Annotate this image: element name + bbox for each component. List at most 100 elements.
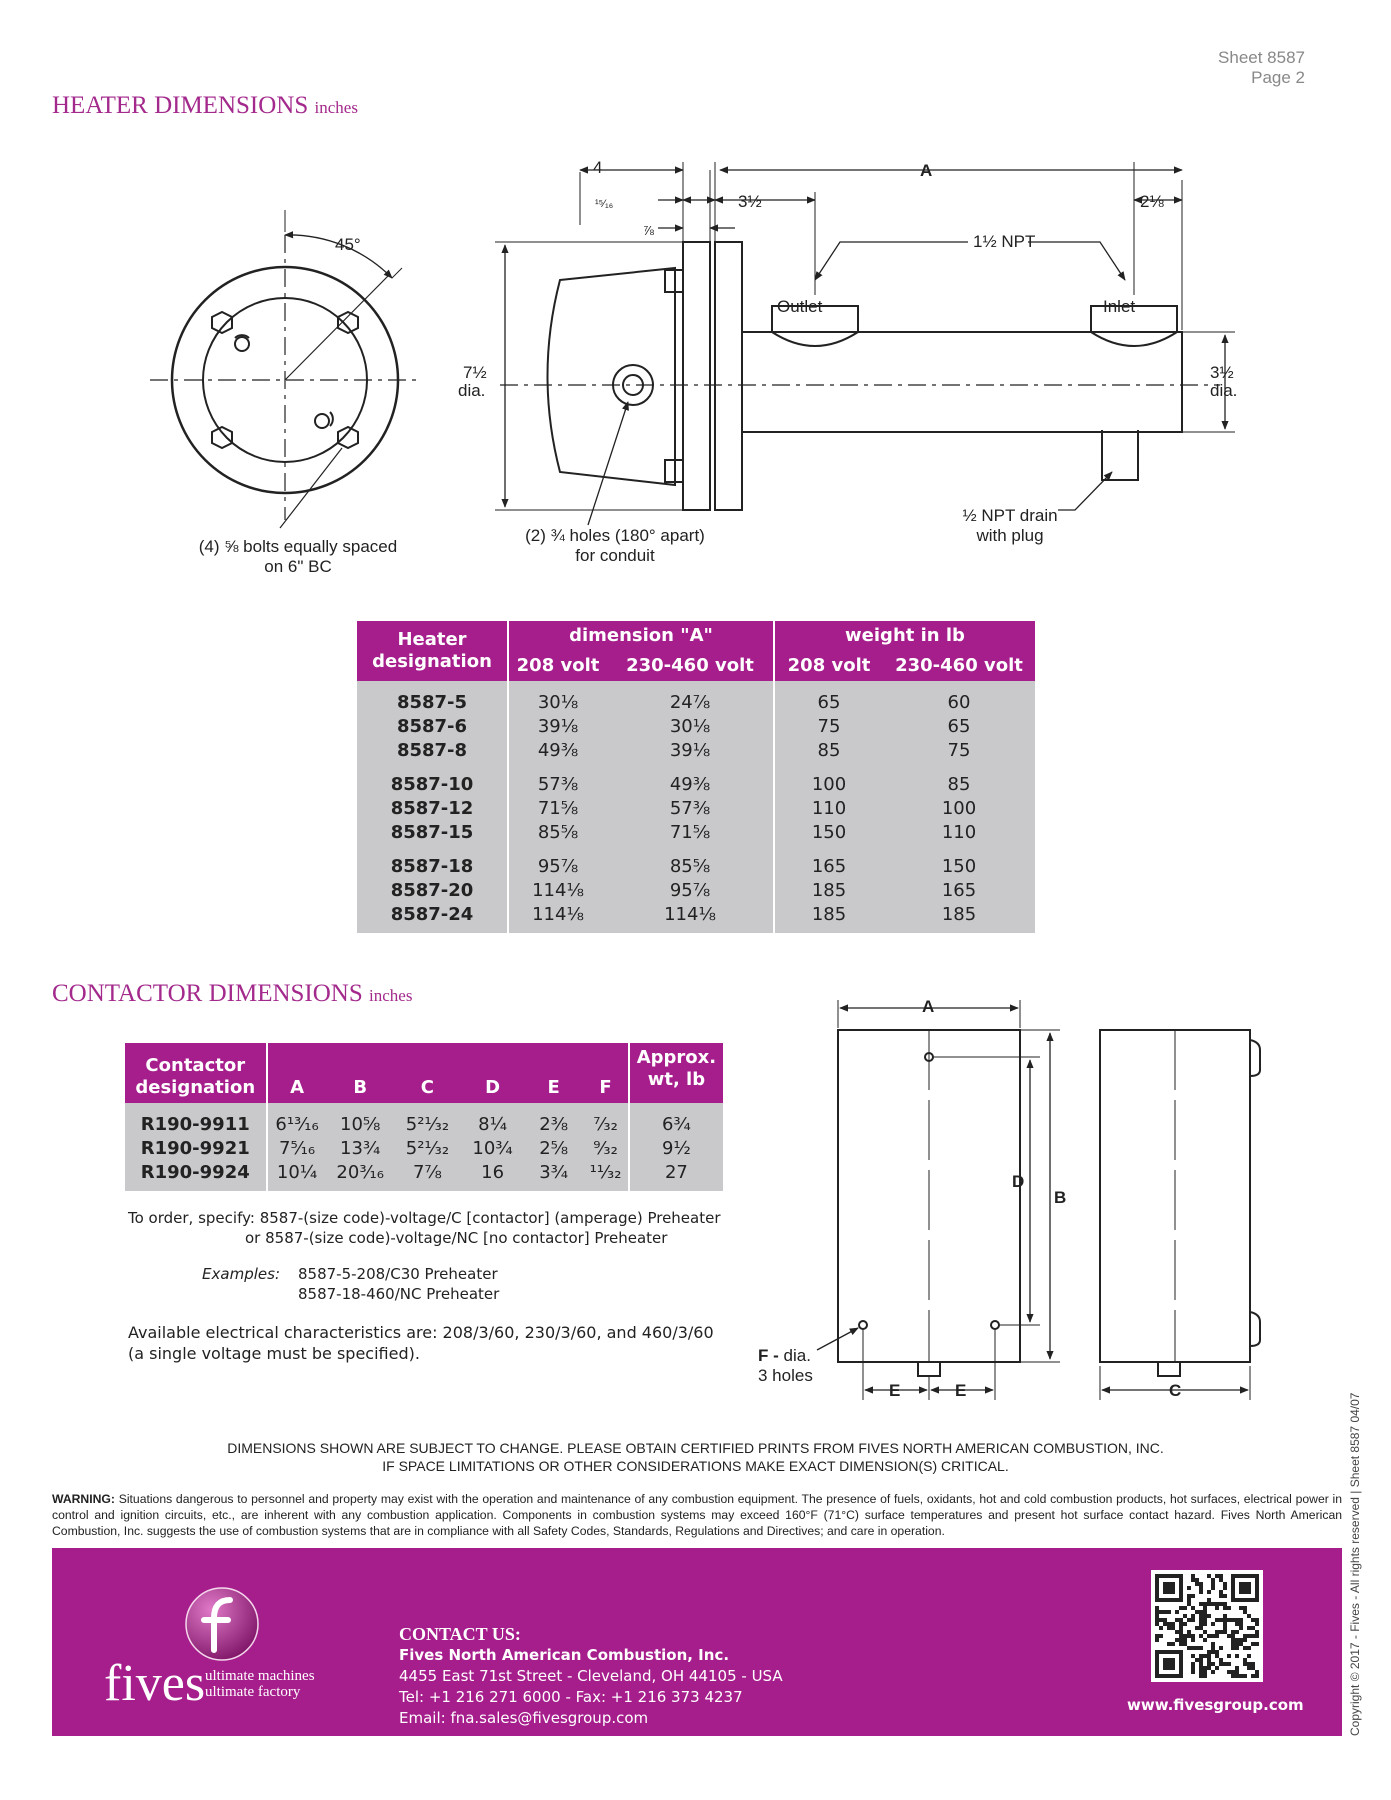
cell-w208: 100 [773,763,883,797]
cell-B: 20³⁄₁₆ [326,1161,394,1191]
heater-designation-header: Heater designation [357,621,507,681]
order-line1: To order, specify: 8587-(size code)-volt… [128,1209,721,1227]
page-number: Page 2 [1251,68,1305,87]
cell-w230: 60 [883,681,1035,715]
copyright-text: Copyright © 2017 - Fives - All rights re… [1348,1392,1362,1736]
contactor-section-title: CONTACTOR DIMENSIONS inches [52,980,412,1008]
wt-208-header: 208 volt [773,651,883,681]
cell-A: 6¹³⁄₁₆ [265,1103,327,1137]
dim-4-label: 4 [593,158,602,177]
contactor-title-unit: inches [369,986,413,1005]
dim-230-header: 230-460 volt [607,651,773,681]
cell-wt: 27 [627,1161,723,1191]
col-A-header: A [265,1043,327,1103]
cell-B: 10⅝ [326,1103,394,1137]
inlet-label: Inlet [1103,297,1135,316]
heater-drawing: 45° 4 ¹⁵⁄₁₆ ⅞ 3½ A 2⅛ 1½ NPT Outlet Inle… [150,158,1237,529]
cell-C: 7⅞ [393,1161,462,1191]
col-E-header: E [524,1043,584,1103]
website-link[interactable]: www.fivesgroup.com [1127,1696,1304,1714]
col-D-header: D [461,1043,525,1103]
warning-text: WARNING: Situations dangerous to personn… [52,1491,1342,1539]
cell-w208: 65 [773,681,883,715]
bolts-line2: on 6" BC [264,557,332,576]
ordering-info: To order, specify: 8587-(size code)-volt… [128,1208,728,1364]
cell-D: 8¼ [461,1103,525,1137]
dim-D-label: D [1012,1172,1024,1191]
hdr-line: Heater [397,629,467,650]
dim-C-label: C [1169,1381,1181,1400]
cell-d: R190-9911 [125,1103,266,1137]
warning-body: Situations dangerous to personnel and pr… [52,1492,1342,1538]
drain-label: ½ NPT drain with plug [930,506,1090,546]
qr-code-icon[interactable] [1151,1570,1263,1682]
cell-w230: 65 [883,715,1035,739]
cell-w208: 185 [773,903,883,933]
dim-E2-label: E [955,1381,966,1400]
warning-label: WARNING: [52,1492,115,1506]
cell-a208: 71⅝ [507,797,607,821]
cell-w208: 150 [773,821,883,845]
dimensions-notice: DIMENSIONS SHOWN ARE SUBJECT TO CHANGE. … [0,1439,1391,1475]
cell-E: 2⅝ [524,1137,584,1161]
weight-header: weight in lb [773,621,1035,651]
cell-A: 7⁵⁄₁₆ [265,1137,327,1161]
cell-w230: 150 [883,845,1035,879]
f-holes: 3 holes [758,1366,813,1385]
heater-title-unit: inches [314,98,358,117]
dim-208-header: 208 volt [507,651,607,681]
f-holes-label: F - dia. 3 holes [758,1346,813,1386]
cell-a230: 57⅜ [607,797,773,821]
cell-w208: 85 [773,739,883,763]
email-link[interactable]: Email: fna.sales@fivesgroup.com [399,1709,649,1727]
cell-a208: 49⅜ [507,739,607,763]
dia-right-value: 3½ [1210,363,1234,382]
dimension-header: dimension "A" [507,621,773,651]
hdr-line: Approx. [636,1047,717,1068]
hdr-line: wt, lb [647,1069,706,1090]
cell-F: ⁷⁄₃₂ [583,1103,628,1137]
example-2: 8587-18-460/NC Preheater [298,1285,500,1303]
bolts-label: (4) ⅝ bolts equally spaced on 6" BC [168,537,428,577]
cell-E: 3¾ [524,1161,584,1191]
cell-d: R190-9924 [125,1161,266,1191]
heater-tube [741,331,1183,433]
outlet-label: Outlet [777,297,823,316]
bolt-hex [337,425,359,450]
footer-banner: fives ultimate machines ultimate factory… [52,1548,1342,1736]
cell-a208: 114⅛ [507,903,607,933]
cell-d: 8587-15 [357,821,507,845]
wt-230-header: 230-460 volt [883,651,1035,681]
cell-F: ¹¹⁄₃₂ [583,1161,628,1191]
cell-wt: 6¾ [627,1103,723,1137]
cell-D: 16 [461,1161,525,1191]
cell-w208: 75 [773,715,883,739]
heater-title-text: HEATER DIMENSIONS [52,92,309,119]
dim-15-16-label: ¹⁵⁄₁₆ [595,198,613,210]
sheet-info: Sheet 8587 Page 2 [1218,48,1305,88]
heater-section-title: HEATER DIMENSIONS inches [52,92,358,120]
cell-a208: 85⅝ [507,821,607,845]
cell-B: 13¾ [326,1137,394,1161]
cell-d: 8587-6 [357,715,507,739]
cell-a230: 30⅛ [607,715,773,739]
col-F-header: F [583,1043,628,1103]
dim-E1-label: E [889,1381,900,1400]
examples-label: Examples: [202,1265,280,1283]
dim-A-label: A [922,997,934,1016]
cell-w230: 165 [883,879,1035,903]
flange-plate [682,241,711,511]
contact-title: CONTACT US: [399,1624,521,1644]
brand-name: fives [104,1655,206,1712]
contactor-drawing: A D B E E C [816,997,1261,1400]
address: 4455 East 71st Street - Cleveland, OH 44… [399,1667,783,1685]
dia-left-unit: dia. [458,381,485,400]
holes-label: (2) ¾ holes (180° apart) for conduit [490,526,740,566]
